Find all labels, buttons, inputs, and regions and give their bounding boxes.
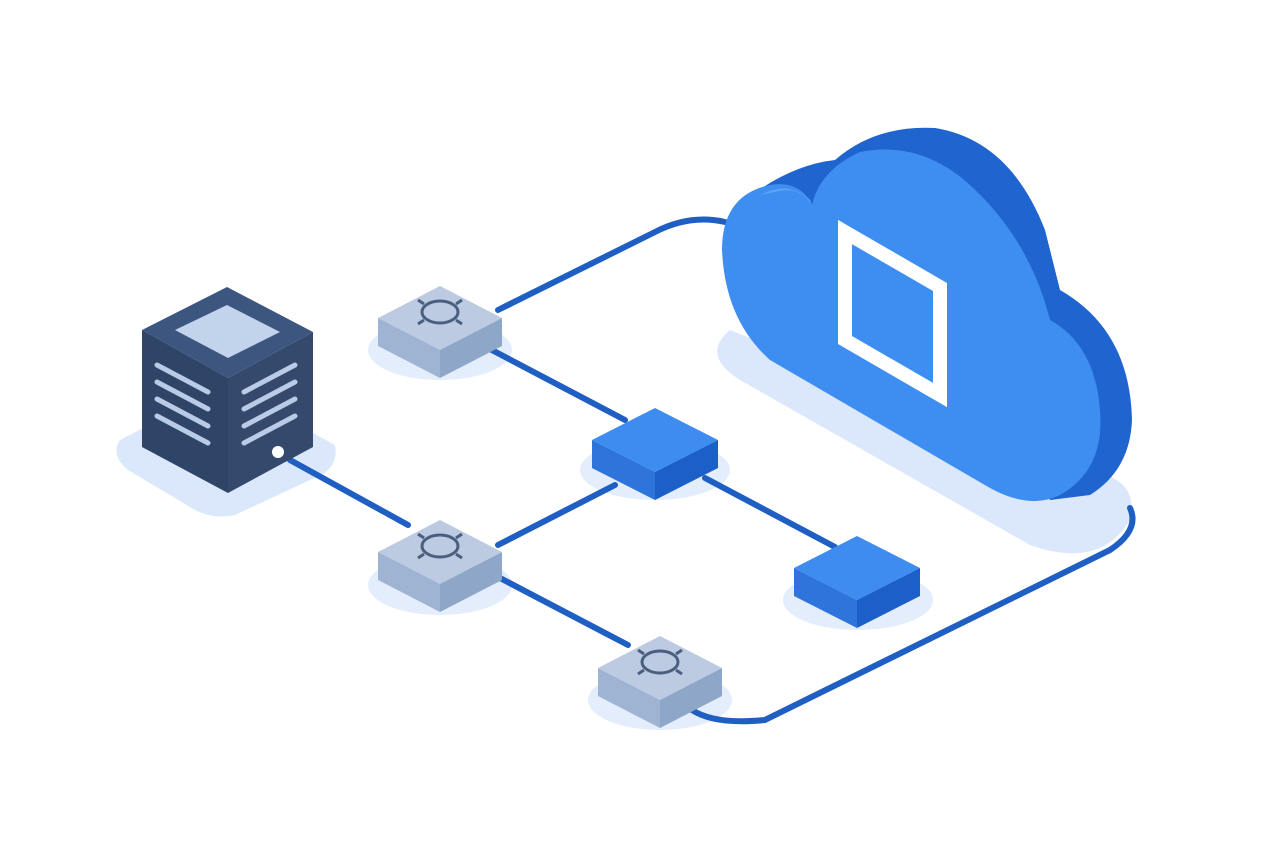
router-top [378, 286, 502, 378]
server-top-panel [175, 305, 280, 358]
switch-right [794, 536, 920, 628]
link-server-to-router-mid [287, 457, 411, 528]
cloud-service [722, 127, 1132, 502]
router-mid [378, 520, 502, 612]
cloud-mark-icon [838, 219, 947, 408]
link-router-top-to-switch-center [485, 345, 628, 423]
link-router-mid-to-router-bottom [497, 575, 631, 648]
server-vents-right [241, 362, 298, 446]
link-router-top-to-cloud [495, 216, 728, 313]
network-links [287, 216, 1136, 725]
router-icon [417, 532, 463, 560]
router-icon [637, 648, 683, 676]
router-icon [417, 298, 463, 326]
link-switch-center-to-switch-right [702, 475, 838, 550]
router-bottom [598, 636, 722, 728]
server-rack [142, 287, 313, 493]
link-router-bottom-to-cloud [689, 505, 1136, 725]
server-power-light [272, 446, 284, 458]
switch-center [592, 408, 718, 500]
cloud-front-face [722, 149, 1101, 502]
link-router-mid-to-switch-center [495, 482, 618, 548]
server-vents-left [154, 362, 211, 446]
